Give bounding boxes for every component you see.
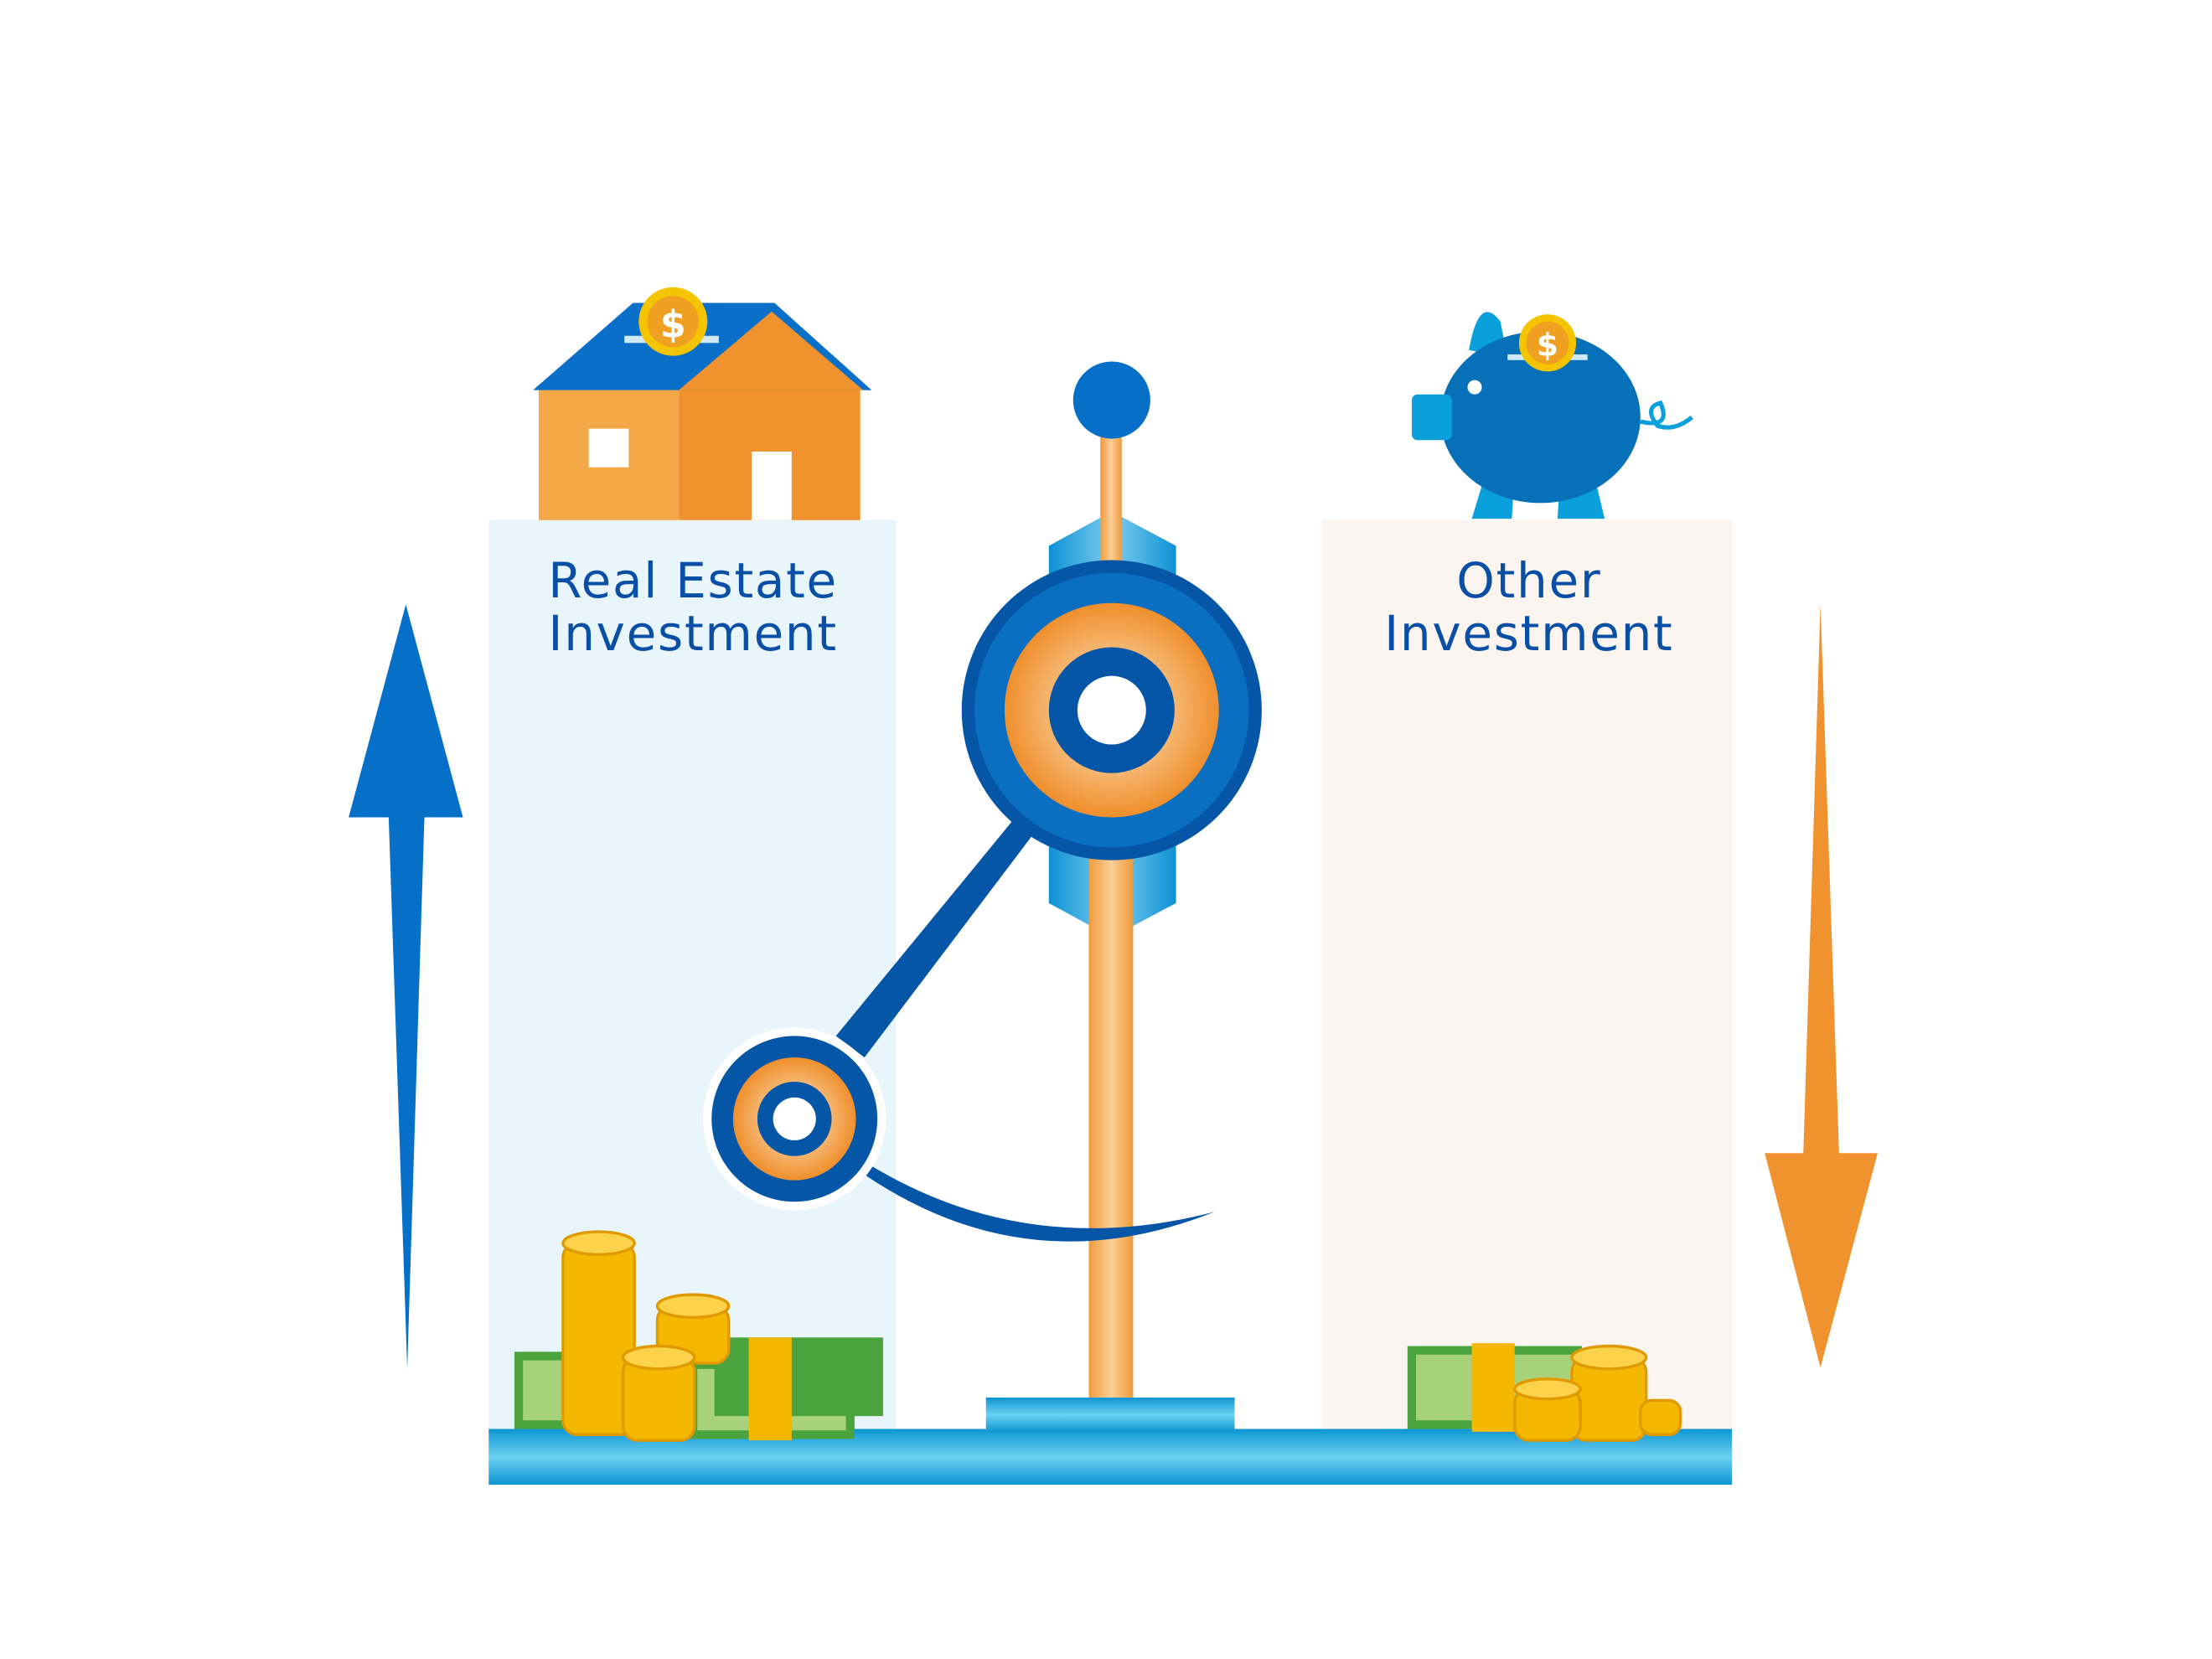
coin-symbol: $ — [1537, 327, 1558, 364]
piggy-bank-icon: $ — [1411, 312, 1693, 519]
real-estate-label-line2: Investment — [548, 605, 837, 662]
swing-arc — [864, 1165, 1215, 1242]
pole-foot — [985, 1397, 1235, 1432]
real-estate-label-line1: Real Estate — [548, 552, 838, 609]
small-money-pile — [1407, 1343, 1682, 1442]
other-investment-panel — [1321, 519, 1732, 1435]
pole-knob — [1072, 361, 1150, 439]
large-money-pile — [514, 1230, 883, 1442]
house-icon: $ — [533, 287, 872, 520]
up-arrow-icon — [349, 604, 463, 1369]
other-investment-label-line1: Other — [1456, 552, 1601, 609]
real-estate-panel — [488, 519, 897, 1435]
pendulum-arm — [835, 757, 1087, 1058]
other-investment-label-line2: Investment — [1384, 605, 1673, 662]
coin-symbol: $ — [660, 303, 686, 346]
main-dial — [961, 560, 1262, 861]
pendulum-weight — [703, 1027, 886, 1211]
down-arrow-icon — [1765, 604, 1878, 1368]
